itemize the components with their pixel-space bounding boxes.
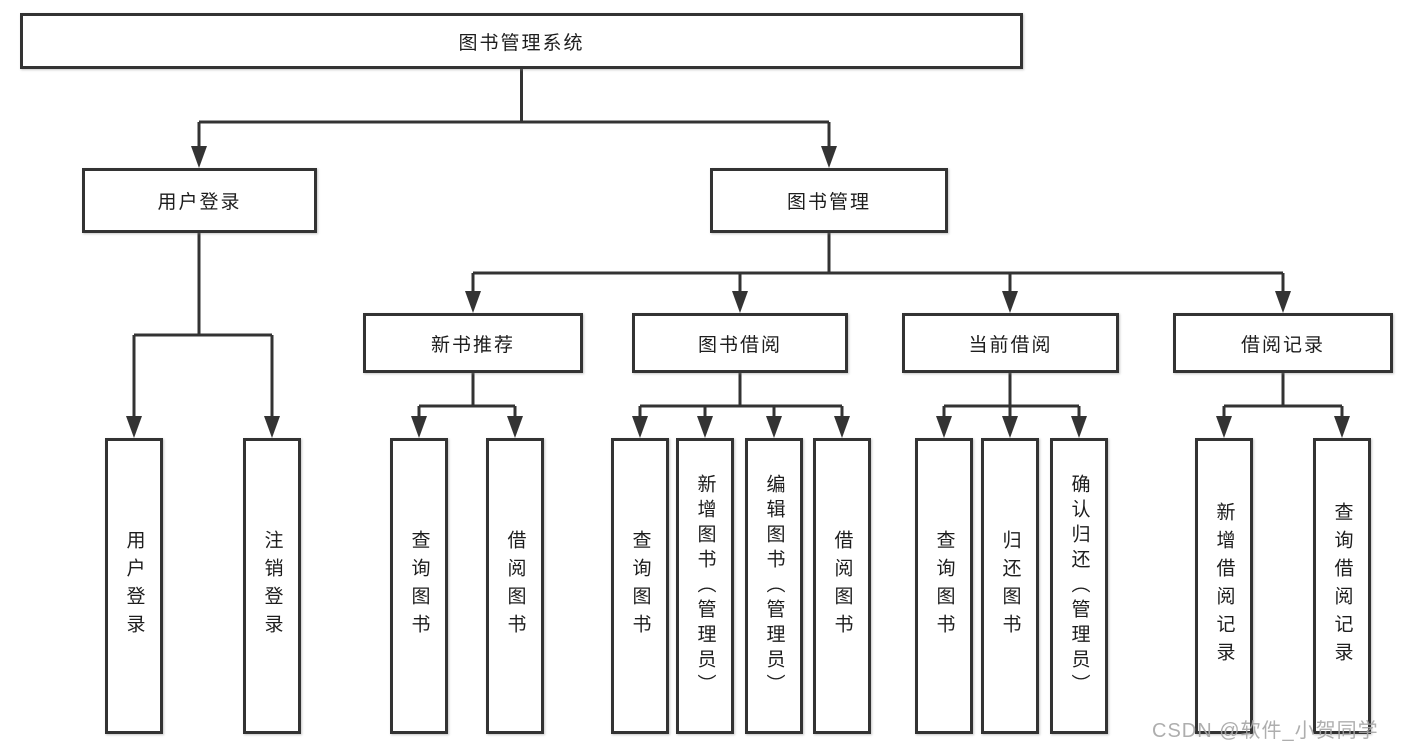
leaf-query-books: 查询图书 — [915, 438, 973, 734]
node-label: 新书推荐 — [430, 334, 515, 356]
leaf-edit-books-admin: 编辑图书（管理员） — [745, 438, 803, 734]
leaf-borrow-books: 借阅图书 — [486, 438, 544, 734]
leaf-return-books: 归还图书 — [981, 438, 1039, 734]
node-label: 注销登录 — [261, 530, 283, 642]
connector-book-borrow-children — [632, 373, 850, 438]
connector-borrow-record-children — [1216, 373, 1350, 438]
node-label: 借阅图书 — [831, 530, 853, 642]
node-book-management: 图书管理 — [710, 168, 948, 233]
node-label: 查询借阅记录 — [1331, 502, 1353, 670]
leaf-query-books: 查询图书 — [611, 438, 669, 734]
node-label: 查询图书 — [629, 530, 651, 642]
node-label: 图书管理系统 — [458, 32, 585, 54]
node-borrowing-records: 借阅记录 — [1173, 313, 1393, 373]
connector-current-borrow-children — [936, 373, 1087, 438]
node-label: 借阅图书 — [504, 530, 526, 642]
leaf-borrow-books: 借阅图书 — [813, 438, 871, 734]
node-library-management-system: 图书管理系统 — [20, 13, 1023, 69]
leaf-logout: 注销登录 — [243, 438, 301, 734]
connector-new-book-children — [411, 373, 523, 438]
node-label: 新增借阅记录 — [1213, 502, 1235, 670]
node-new-book-recommendation: 新书推荐 — [363, 313, 583, 373]
node-label: 图书管理 — [786, 192, 871, 213]
node-label: 编辑图书（管理员） — [763, 473, 785, 699]
leaf-query-books: 查询图书 — [390, 438, 448, 734]
node-label: 新增图书（管理员） — [694, 473, 716, 699]
connector-user-login-children — [126, 233, 280, 438]
leaf-confirm-return-admin: 确认归还（管理员） — [1050, 438, 1108, 734]
node-label: 归还图书 — [999, 530, 1021, 642]
node-label: 查询图书 — [408, 530, 430, 642]
node-label: 查询图书 — [933, 530, 955, 642]
node-label: 确认归还（管理员） — [1068, 473, 1090, 699]
node-label: 用户登录 — [157, 192, 242, 213]
node-book-borrowing: 图书借阅 — [632, 313, 848, 373]
connector-book-mgmt-to-level3 — [465, 233, 1291, 313]
node-current-borrowing: 当前借阅 — [902, 313, 1119, 373]
leaf-user-login: 用户登录 — [105, 438, 163, 734]
node-label: 图书借阅 — [697, 334, 782, 356]
leaf-query-borrow-record: 查询借阅记录 — [1313, 438, 1371, 734]
node-label: 当前借阅 — [968, 334, 1053, 356]
node-label: 借阅记录 — [1240, 334, 1325, 356]
node-label: 用户登录 — [123, 530, 145, 642]
node-user-login: 用户登录 — [82, 168, 317, 233]
leaf-add-books-admin: 新增图书（管理员） — [676, 438, 734, 734]
connector-root-to-level2 — [191, 69, 837, 168]
watermark: CSDN @软件_小贺同学 — [1152, 720, 1379, 742]
leaf-add-borrow-record: 新增借阅记录 — [1195, 438, 1253, 734]
